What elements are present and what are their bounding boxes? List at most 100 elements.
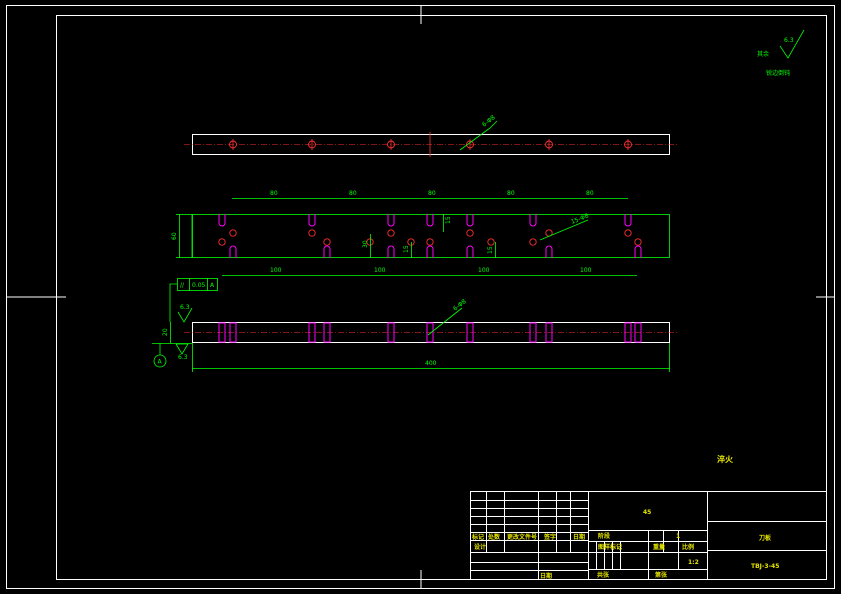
front-hole-8 [466, 229, 474, 237]
front-hole-6 [366, 238, 374, 246]
tb-material: 45 [643, 509, 651, 516]
surface-note: 其余 6.3 锐边倒钝 [757, 29, 805, 77]
bottom-dim-2: 100 [374, 267, 386, 274]
top-dim-3: 80 [428, 190, 436, 197]
front-slot-bottom-7 [634, 245, 642, 258]
tb-date-label: 日期 [540, 572, 552, 580]
bottom-slot-6-2 [545, 322, 553, 343]
bottom-slot-2-1 [308, 322, 316, 343]
inner-dim-2: 30 [362, 240, 369, 248]
tb-col-file: 更改文件号 [507, 533, 537, 541]
tb-sheet-no: 第张 [654, 571, 668, 579]
tb-col-mark: 标记 [471, 533, 484, 541]
inner-dim-1: 15 [445, 216, 452, 224]
front-hole-5 [387, 229, 395, 237]
front-slot-bottom-5 [466, 245, 474, 258]
bottom-leader [427, 307, 463, 336]
bottom-dim-1: 100 [270, 267, 282, 274]
title-block: 45 刀板 TBJ-3-45 1:2 阶段 1 标记 处数 更改文件号 签字 日… [470, 491, 827, 580]
tb-part-name: 刀板 [759, 534, 772, 542]
top-leader-label: 6-Φ8 [481, 114, 497, 129]
bottom-view: 6-Φ8 400 20 // 0.05 A 6.3 6.3 A [152, 278, 678, 372]
bottom-slot-6-1 [529, 322, 537, 343]
tb-design-label: 设计 [474, 543, 486, 551]
overall-length-label: 400 [425, 360, 437, 367]
tb-stage-label: 阶段 [598, 532, 610, 540]
tb-sheets-total: 共张 [597, 571, 610, 579]
parallel-leader [169, 283, 177, 322]
front-hole-12 [634, 238, 642, 246]
bottom-leader-label: 6-Φ8 [452, 298, 468, 313]
front-slot-top-1 [218, 214, 226, 227]
front-view: 80 80 80 80 80 100 100 100 100 60 15 30 … [171, 190, 670, 276]
top-dim-4: 80 [507, 190, 515, 197]
bottom-dim-3: 100 [478, 267, 490, 274]
requirement-label: 淬火 [717, 454, 734, 464]
front-view-outline [192, 214, 670, 258]
front-slot-bottom-1 [229, 245, 237, 258]
tb-quantity: 1 [676, 533, 680, 540]
surface-note-caption: 锐边倒钝 [766, 69, 790, 77]
front-leader [539, 219, 589, 241]
tb-col-sign: 签字 [543, 533, 556, 541]
parallel-value: 0.05 [192, 282, 206, 289]
front-slot-bottom-2 [323, 245, 331, 258]
roughness-mark-top [177, 307, 193, 323]
top-dim-5: 80 [586, 190, 594, 197]
front-slot-bottom-4 [426, 245, 434, 258]
front-hole-11 [624, 229, 632, 237]
front-slot-bottom-6 [545, 245, 553, 258]
front-hole-14 [487, 238, 495, 246]
tb-drawing-no: TBJ-3-45 [751, 563, 779, 570]
front-slot-bottom-3 [387, 245, 395, 258]
roughness-mark-side [175, 343, 189, 355]
front-top-dims: 80 80 80 80 80 [270, 190, 594, 197]
front-hole-2 [218, 238, 226, 246]
front-slot-top-4 [426, 214, 434, 227]
tb-header-marking: 图样标记 [598, 543, 622, 551]
top-dim-2: 80 [349, 190, 357, 197]
drawing-frame [56, 15, 827, 580]
bottom-slot-1-1 [218, 322, 226, 343]
inner-dim-3: 15 [403, 245, 410, 253]
front-bottom-dims: 100 100 100 100 [270, 267, 592, 274]
bottom-slot-4-2 [426, 322, 434, 343]
front-hole-4 [323, 238, 331, 246]
front-height-label: 60 [171, 232, 178, 240]
surface-note-prefix: 其余 [757, 50, 769, 58]
datum-circle-letter: A [158, 359, 163, 366]
top-view: 6-Φ8 [184, 114, 678, 157]
parallel-symbol: // [180, 282, 185, 289]
bottom-view-slots [218, 322, 642, 343]
tb-header-scale: 比例 [682, 543, 694, 551]
front-slot-top-5 [466, 214, 474, 227]
front-hole-3 [308, 229, 316, 237]
surface-note-value: 6.3 [784, 37, 794, 44]
surface-note-symbol [779, 29, 805, 59]
front-slot-top-3 [387, 214, 395, 227]
tb-col-date: 日期 [573, 533, 585, 541]
bottom-dim-4: 100 [580, 267, 592, 274]
roughness-top-value: 6.3 [180, 304, 190, 311]
top-dim-1: 80 [270, 190, 278, 197]
front-slot-top-6 [529, 214, 537, 227]
bottom-slot-7-2 [634, 322, 642, 343]
bottom-slot-1-2 [229, 322, 237, 343]
top-view-holes [229, 139, 632, 150]
front-hole-13 [407, 238, 415, 246]
inner-dim-4: 15 [487, 246, 494, 254]
front-slot-top-2 [308, 214, 316, 227]
bottom-slot-2-2 [323, 322, 331, 343]
left-dim-label: 20 [162, 328, 169, 336]
front-hole-1 [229, 229, 237, 237]
bottom-slot-3-2 [387, 322, 395, 343]
front-view-slots [218, 214, 642, 258]
parallel-frame [177, 278, 218, 291]
front-slot-top-7 [624, 214, 632, 227]
parallel-datum: A [210, 282, 215, 289]
top-leader [459, 127, 491, 151]
bottom-slot-7-1 [624, 322, 632, 343]
tb-header-weight: 重量 [653, 543, 665, 551]
roughness-side-value: 6.3 [178, 354, 188, 361]
